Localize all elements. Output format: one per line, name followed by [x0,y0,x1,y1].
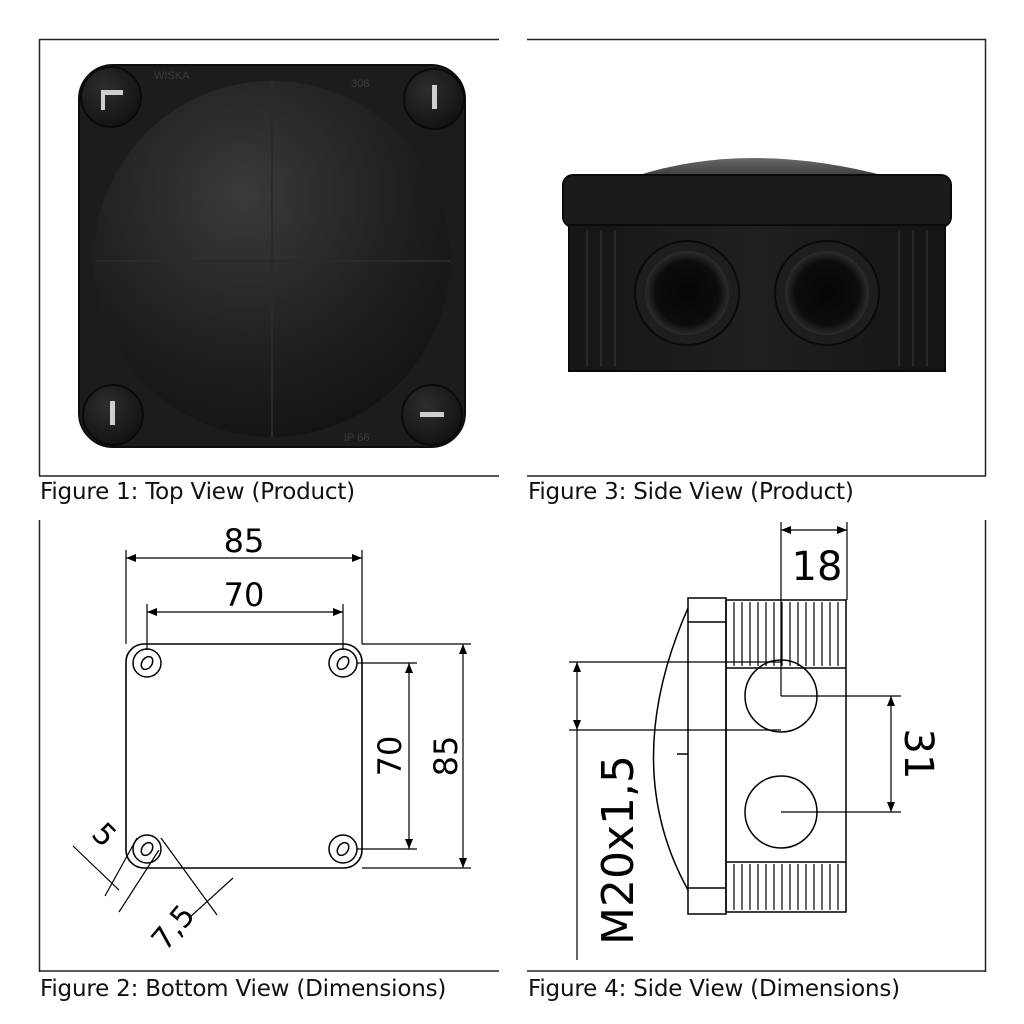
figure-3-caption: Figure 3: Side View (Product) [528,479,854,505]
cable-entry-right [774,240,880,346]
rib-texture [733,602,839,910]
figure-4-side-view: 18 31 M20x1,5 [527,520,987,972]
mounting-holes [132,648,358,864]
top-view-photo: WISKA 308 IP 66 [38,38,499,477]
cable-entry-left [634,240,740,346]
screw-bottom-left [82,384,144,446]
dimension-lines [569,522,901,960]
dim-outer-width: 85 [224,522,265,560]
figure-2-caption: Figure 2: Bottom View (Dimensions) [40,976,447,1002]
bottom-view-drawing: 85 70 70 85 5 7,5 [38,520,499,972]
figure-1-caption: Figure 1: Top View (Product) [40,479,355,505]
side-view-drawing: 18 31 M20x1,5 [527,520,987,972]
dimension-arrows [573,526,895,812]
embossed-rating: IP 66 [344,432,370,444]
side-outline [652,597,847,915]
embossed-model: 308 [351,78,369,90]
dim-hole-diameter: 5 [85,816,123,854]
lid-dome-profile [627,158,897,179]
base-outline [125,643,363,869]
side-view-photo [527,38,987,477]
dim-hole-offset: 7,5 [145,898,202,957]
embossed-brand: WISKA [154,70,190,82]
dimension-arrows [126,554,467,868]
dim-thread: M20x1,5 [593,755,644,945]
dim-entry-spacing: 31 [895,729,941,780]
figure-2-bottom-view: 85 70 70 85 5 7,5 [38,520,499,972]
dim-entry-offset: 18 [792,544,843,590]
figure-4-caption: Figure 4: Side View (Dimensions) [528,976,900,1002]
screw-bottom-right [401,384,463,446]
screw-top-right [403,68,465,130]
dim-hole-height: 70 [371,736,409,777]
enclosure-lid-rim [562,174,952,228]
dim-outer-height: 85 [427,736,465,777]
figure-1-top-view: WISKA 308 IP 66 [38,38,499,477]
screw-top-left [80,66,142,128]
enclosure-body [568,224,946,372]
dim-hole-width: 70 [224,576,265,614]
dimension-lines [72,550,471,919]
figure-3-side-view [527,38,987,477]
